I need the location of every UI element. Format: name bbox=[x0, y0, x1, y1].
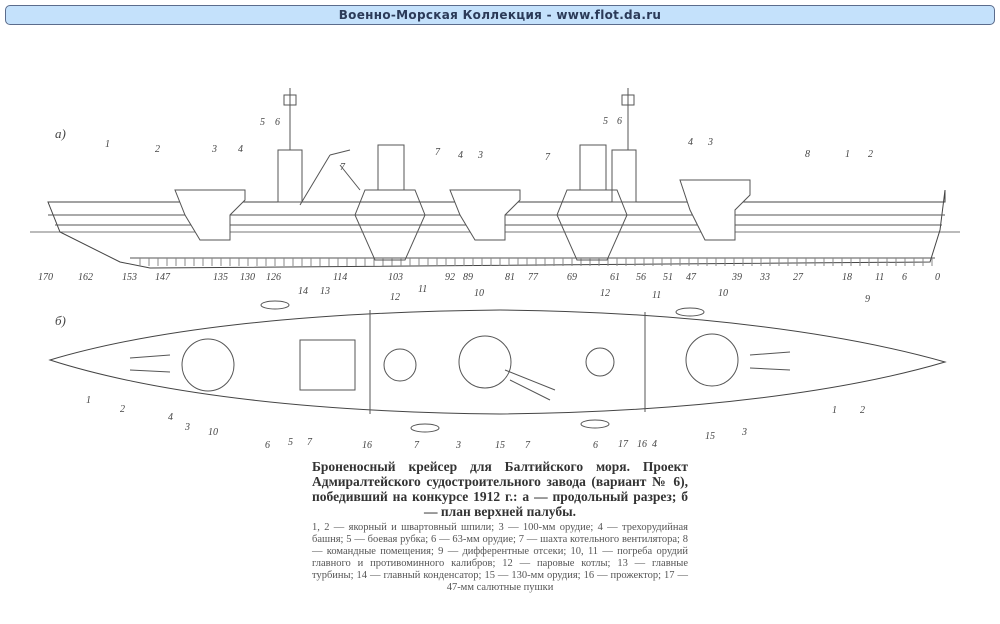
frame-number: 77 bbox=[528, 272, 539, 283]
profile-callout: 11 bbox=[418, 284, 427, 295]
frame-number: 126 bbox=[266, 272, 281, 283]
frame-number: 92 bbox=[445, 272, 455, 283]
plan-callout: 7 bbox=[307, 437, 313, 448]
frame-number: 130 bbox=[240, 272, 255, 283]
plan-callout: 16 bbox=[362, 440, 372, 451]
plan-callout: 17 bbox=[618, 439, 629, 450]
frame-number: 61 bbox=[610, 272, 620, 283]
frame-number: 69 bbox=[567, 272, 577, 283]
profile-callout: 4 bbox=[238, 144, 243, 155]
frame-number: 89 bbox=[463, 272, 473, 283]
frame-number: 18 bbox=[842, 272, 852, 283]
plan-callout: 3 bbox=[184, 422, 190, 433]
profile-callout: 3 bbox=[477, 150, 483, 161]
profile-callout: 12 bbox=[390, 292, 400, 303]
frame-number: 51 bbox=[663, 272, 673, 283]
profile-callout: 14 bbox=[298, 286, 308, 297]
plan-callout: 10 bbox=[208, 427, 218, 438]
profile-callout: 12 bbox=[600, 288, 610, 299]
site-title: Военно-Морская Коллекция - www.flot.da.r… bbox=[338, 8, 662, 22]
frame-number: 81 bbox=[505, 272, 515, 283]
profile-callout: 10 bbox=[474, 288, 484, 299]
profile-callout: 9 bbox=[865, 294, 870, 305]
plan-callout: 3 bbox=[455, 440, 461, 451]
profile-callout: 2 bbox=[155, 144, 160, 155]
profile-callout: 3 bbox=[707, 137, 713, 148]
frame-number: 147 bbox=[155, 272, 171, 283]
frame-number: 56 bbox=[636, 272, 646, 283]
profile-callout: 10 bbox=[718, 288, 728, 299]
frame-number: 6 bbox=[902, 272, 907, 283]
profile-callout: 6 bbox=[617, 116, 622, 127]
profile-callout: 7 bbox=[435, 147, 441, 158]
frame-number: 11 bbox=[875, 272, 884, 283]
plan-callout: 6 bbox=[265, 440, 270, 451]
profile-callout: 8 bbox=[805, 149, 810, 160]
frame-number: 135 bbox=[213, 272, 228, 283]
profile-callout: 4 bbox=[688, 137, 693, 148]
profile-callout: 3 bbox=[211, 144, 217, 155]
frame-number: 170 bbox=[38, 272, 53, 283]
profile-callout: 4 bbox=[458, 150, 463, 161]
frame-number: 27 bbox=[793, 272, 804, 283]
plan-callout: 15 bbox=[495, 440, 505, 451]
frame-number: 47 bbox=[686, 272, 697, 283]
caption: Броненосный крейсер для Балтийского моря… bbox=[312, 459, 688, 594]
label-a: а) bbox=[55, 126, 66, 141]
plan-callout: 4 bbox=[652, 439, 657, 450]
profile-callout: 1 bbox=[845, 149, 850, 160]
frame-number: 153 bbox=[122, 272, 137, 283]
plan-callout: 1 bbox=[832, 405, 837, 416]
profile-callout: 1 bbox=[105, 139, 110, 150]
plan-callout: 6 bbox=[593, 440, 598, 451]
frame-number: 162 bbox=[78, 272, 93, 283]
plan-callout: 3 bbox=[741, 427, 747, 438]
plan-callout: 16 bbox=[637, 439, 647, 450]
plan-callout: 15 bbox=[705, 431, 715, 442]
profile-callout: 5 bbox=[260, 117, 265, 128]
profile-callout: 2 bbox=[868, 149, 873, 160]
plan-callout: 4 bbox=[168, 412, 173, 423]
plan-callout: 2 bbox=[120, 404, 125, 415]
profile-callout: 7 bbox=[340, 162, 346, 173]
plan-callout: 1 bbox=[86, 395, 91, 406]
frame-number: 114 bbox=[333, 272, 347, 283]
profile-callout: 11 bbox=[652, 290, 661, 301]
profile-callout: 6 bbox=[275, 117, 280, 128]
frame-number: 33 bbox=[759, 272, 770, 283]
plan-callout: 7 bbox=[414, 440, 420, 451]
site-header-bar: Военно-Морская Коллекция - www.flot.da.r… bbox=[5, 5, 995, 25]
plan-callout: 7 bbox=[525, 440, 531, 451]
caption-legend: 1, 2 — якорный и швартовный шпили; 3 — 1… bbox=[312, 522, 688, 593]
plan-callout: 2 bbox=[860, 405, 865, 416]
caption-title: Броненосный крейсер для Балтийского моря… bbox=[312, 459, 688, 519]
label-b: б) bbox=[55, 313, 66, 328]
profile-callout: 7 bbox=[545, 152, 551, 163]
profile-callout: 13 bbox=[320, 286, 330, 297]
profile-callout: 5 bbox=[603, 116, 608, 127]
plan-callout: 5 bbox=[288, 437, 293, 448]
frame-number: 39 bbox=[731, 272, 742, 283]
frame-number: 103 bbox=[388, 272, 403, 283]
frame-number: 0 bbox=[935, 272, 940, 283]
